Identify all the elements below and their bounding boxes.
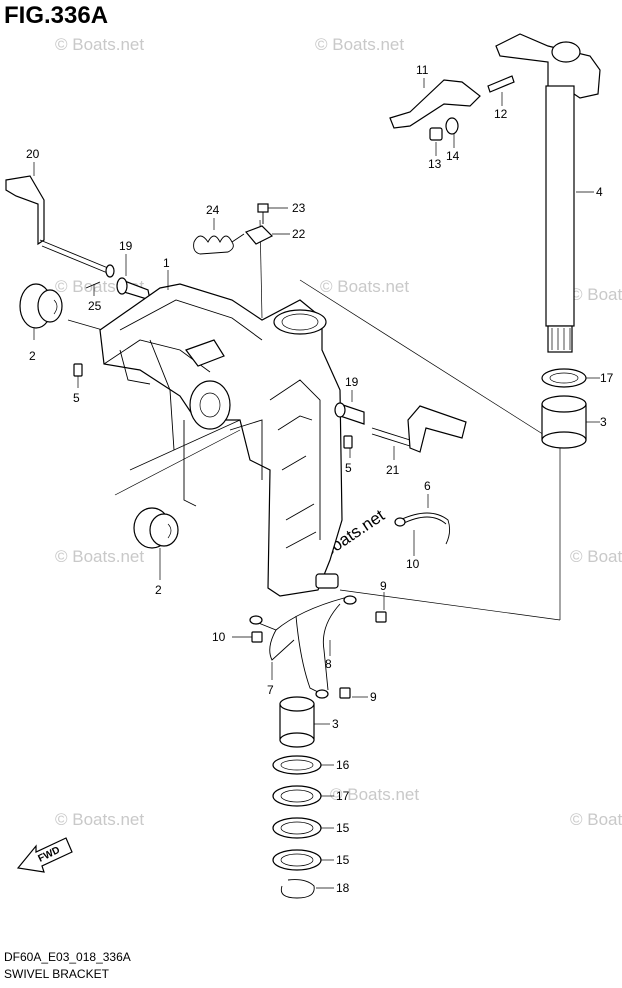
bushing	[334, 402, 365, 425]
callout: 17	[336, 789, 350, 803]
spring	[193, 233, 245, 255]
screw	[339, 687, 351, 699]
callout: 12	[494, 107, 508, 121]
bolt	[487, 75, 515, 93]
watermark: © Boats.net	[55, 810, 144, 829]
callout: 17	[600, 371, 614, 385]
callout: 20	[26, 147, 40, 161]
callout: 5	[345, 461, 352, 475]
callout: 14	[446, 149, 460, 163]
washer	[272, 785, 322, 807]
leader-lines	[33, 78, 600, 889]
callout: 22	[292, 227, 306, 241]
bushing	[541, 395, 587, 449]
watermark: © Boats.net	[570, 810, 622, 829]
callout: 19	[119, 239, 133, 253]
forward-arrow-icon: FWD	[16, 837, 73, 873]
callout: 21	[386, 463, 400, 477]
callout: 10	[406, 557, 420, 571]
callout: 11	[416, 63, 429, 77]
watermark: © Boats.net	[55, 35, 144, 54]
callout: 10	[212, 630, 226, 644]
bushing	[133, 507, 179, 549]
callouts: 1 2 2 3 3 4 5 5 6 7 8 9 9 10 10 11 12 13…	[26, 63, 614, 895]
callout: 8	[325, 657, 332, 671]
screw	[343, 435, 353, 449]
diagram-code: DF60A_E03_018_336A	[4, 950, 131, 964]
circlip	[280, 879, 315, 899]
watermark: © Boats.net	[570, 547, 622, 566]
callout: 18	[336, 881, 350, 895]
callout: 15	[336, 853, 350, 867]
watermark: © Boats.net	[570, 285, 622, 304]
callout: 9	[370, 690, 377, 704]
callout: 2	[29, 349, 36, 363]
ground-lead-wire	[394, 512, 451, 545]
callout: 7	[267, 683, 274, 697]
watermark: © Boats.net	[320, 277, 409, 296]
pin	[85, 281, 101, 289]
nut	[429, 127, 443, 141]
tilt-lock-lever	[5, 175, 115, 278]
bracket-plate	[389, 79, 481, 129]
bolt	[257, 203, 269, 224]
callout: 5	[73, 391, 80, 405]
callout: 9	[380, 579, 387, 593]
diagram-name: SWIVEL BRACKET	[4, 967, 109, 981]
callout: 1	[163, 256, 170, 270]
clip	[244, 225, 274, 245]
assembly-lines	[67, 219, 561, 621]
washer	[541, 368, 587, 388]
washer	[272, 849, 322, 871]
callout: 25	[88, 299, 102, 313]
washer	[272, 817, 322, 839]
callout: 19	[345, 375, 359, 389]
callout: 4	[596, 185, 603, 199]
callout: 3	[600, 415, 607, 429]
callout: 2	[155, 583, 162, 597]
washer	[445, 117, 459, 135]
callout: 13	[428, 157, 442, 171]
tilt-lock-lever	[371, 405, 467, 453]
ground-lead-wire	[249, 595, 357, 699]
screw	[375, 611, 387, 623]
screw	[251, 631, 263, 643]
callout: 15	[336, 821, 350, 835]
callout: 16	[336, 758, 350, 772]
callout: 3	[332, 717, 339, 731]
steering-shaft	[495, 33, 601, 353]
swivel-bracket	[99, 283, 343, 597]
watermark: © Boats.net	[315, 35, 404, 54]
callout: 6	[424, 479, 431, 493]
figure-title: FIG.336A	[4, 2, 109, 29]
watermark: © Boats.net	[330, 785, 419, 804]
callout: 24	[206, 203, 220, 217]
callout: 23	[292, 201, 306, 215]
screw	[73, 363, 83, 377]
washer	[272, 755, 322, 775]
bushing	[19, 283, 63, 329]
watermark: © Boats.net	[55, 547, 144, 566]
bushing	[279, 696, 315, 748]
